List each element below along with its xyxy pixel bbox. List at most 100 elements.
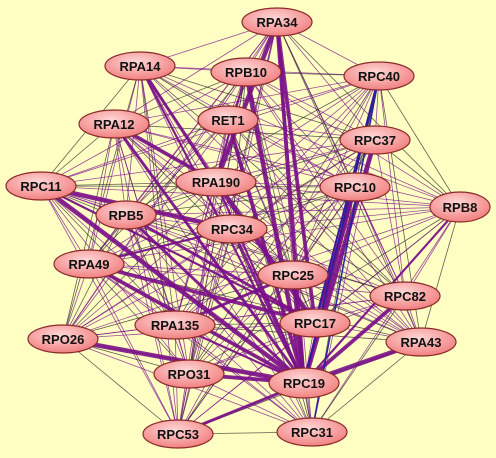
edge [113, 21, 278, 125]
node-rpa49[interactable]: RPA49 [53, 249, 125, 279]
node-rpa12[interactable]: RPA12 [78, 109, 150, 139]
node-rpb8[interactable]: RPB8 [429, 191, 491, 223]
edge [88, 263, 313, 433]
node-ellipse [196, 214, 268, 244]
edge [125, 214, 190, 375]
edge [311, 341, 422, 433]
node-rpc11[interactable]: RPC11 [5, 171, 77, 201]
edge [88, 123, 115, 265]
node-label: RPB8 [443, 200, 478, 215]
edge [311, 206, 461, 433]
node-label: RPC11 [20, 179, 61, 194]
node-rpa190[interactable]: RPA190 [175, 167, 257, 197]
node-label: RPA34 [257, 15, 299, 30]
node-ellipse [319, 172, 391, 202]
edge-strong [213, 21, 280, 183]
node-rpc31[interactable]: RPC31 [276, 417, 348, 447]
node-rpa43[interactable]: RPA43 [385, 327, 457, 357]
edge [231, 71, 247, 230]
edge [231, 75, 380, 230]
node-ellipse [53, 249, 125, 279]
edge [215, 181, 422, 343]
edge [40, 185, 179, 435]
node-rpc19[interactable]: RPC19 [268, 367, 340, 399]
node-rpo26[interactable]: RPO26 [27, 324, 99, 354]
node-label: RET1 [211, 113, 244, 128]
node-label: RPA49 [69, 257, 110, 272]
edge-strong [302, 294, 407, 385]
node-label: RPA14 [120, 59, 162, 74]
edge [139, 65, 406, 297]
edge [139, 65, 233, 230]
node-ellipse [134, 310, 216, 340]
edge [88, 263, 179, 435]
node-ellipse [241, 7, 313, 37]
edge-strong [214, 180, 317, 325]
node-rpa135[interactable]: RPA135 [134, 310, 216, 340]
edge-strong [112, 123, 306, 384]
edge [125, 214, 313, 433]
node-ellipse [279, 308, 351, 338]
node-rpc82[interactable]: RPC82 [369, 281, 441, 311]
node-rpb5[interactable]: RPB5 [95, 200, 157, 230]
node-rpo31[interactable]: RPO31 [153, 359, 225, 389]
node-ellipse [104, 51, 176, 81]
node-ellipse [5, 171, 77, 201]
node-label: RPB10 [225, 65, 267, 80]
node-rpc40[interactable]: RPC40 [343, 61, 415, 91]
node-rpb10[interactable]: RPB10 [210, 57, 282, 87]
edge [174, 228, 233, 326]
node-label: RPC34 [211, 222, 254, 237]
edge [113, 123, 422, 343]
edge [113, 123, 127, 216]
edge [227, 119, 406, 297]
node-ellipse [210, 57, 282, 87]
edge [40, 139, 376, 187]
edge-strong [40, 185, 316, 324]
node-ellipse [385, 327, 457, 357]
node-ellipse [153, 359, 225, 389]
node-ellipse [369, 281, 441, 311]
node-label: RPA190 [192, 175, 240, 190]
node-rpc10[interactable]: RPC10 [319, 172, 391, 202]
node-ellipse [257, 260, 329, 290]
node-label: RPC82 [384, 289, 426, 304]
node-ellipse [175, 167, 257, 197]
node-label: RPC19 [283, 376, 325, 391]
node-rpa34[interactable]: RPA34 [241, 7, 313, 37]
edge [62, 338, 179, 435]
edge [40, 185, 313, 433]
edge [139, 65, 376, 141]
node-label: RPC17 [294, 316, 336, 331]
node-rpc17[interactable]: RPC17 [279, 308, 351, 338]
node-ellipse [276, 417, 348, 447]
node-ellipse [78, 109, 150, 139]
edge [378, 75, 461, 208]
edge [188, 228, 233, 375]
node-ellipse [197, 105, 259, 135]
node-rpc25[interactable]: RPC25 [257, 260, 329, 290]
node-rpa14[interactable]: RPA14 [104, 51, 176, 81]
node-ellipse [343, 61, 415, 91]
node-label: RPC40 [358, 69, 400, 84]
node-rpc53[interactable]: RPC53 [142, 419, 214, 449]
node-label: RPC53 [157, 427, 199, 442]
node-label: RPO31 [168, 367, 211, 382]
edge [88, 263, 406, 297]
node-rpc37[interactable]: RPC37 [339, 125, 411, 155]
node-ellipse [268, 367, 340, 399]
node-ret1[interactable]: RET1 [197, 105, 259, 135]
node-rpc34[interactable]: RPC34 [196, 214, 268, 244]
edge [113, 123, 356, 188]
node-label: RPC25 [272, 268, 314, 283]
edge [420, 206, 461, 343]
edge [276, 21, 376, 141]
node-label: RPC37 [354, 133, 396, 148]
edge [88, 65, 141, 265]
node-label: RPO26 [42, 332, 85, 347]
edge-strong [125, 213, 316, 325]
edge [174, 75, 380, 326]
node-label: RPA43 [401, 335, 442, 350]
edge [62, 123, 115, 340]
